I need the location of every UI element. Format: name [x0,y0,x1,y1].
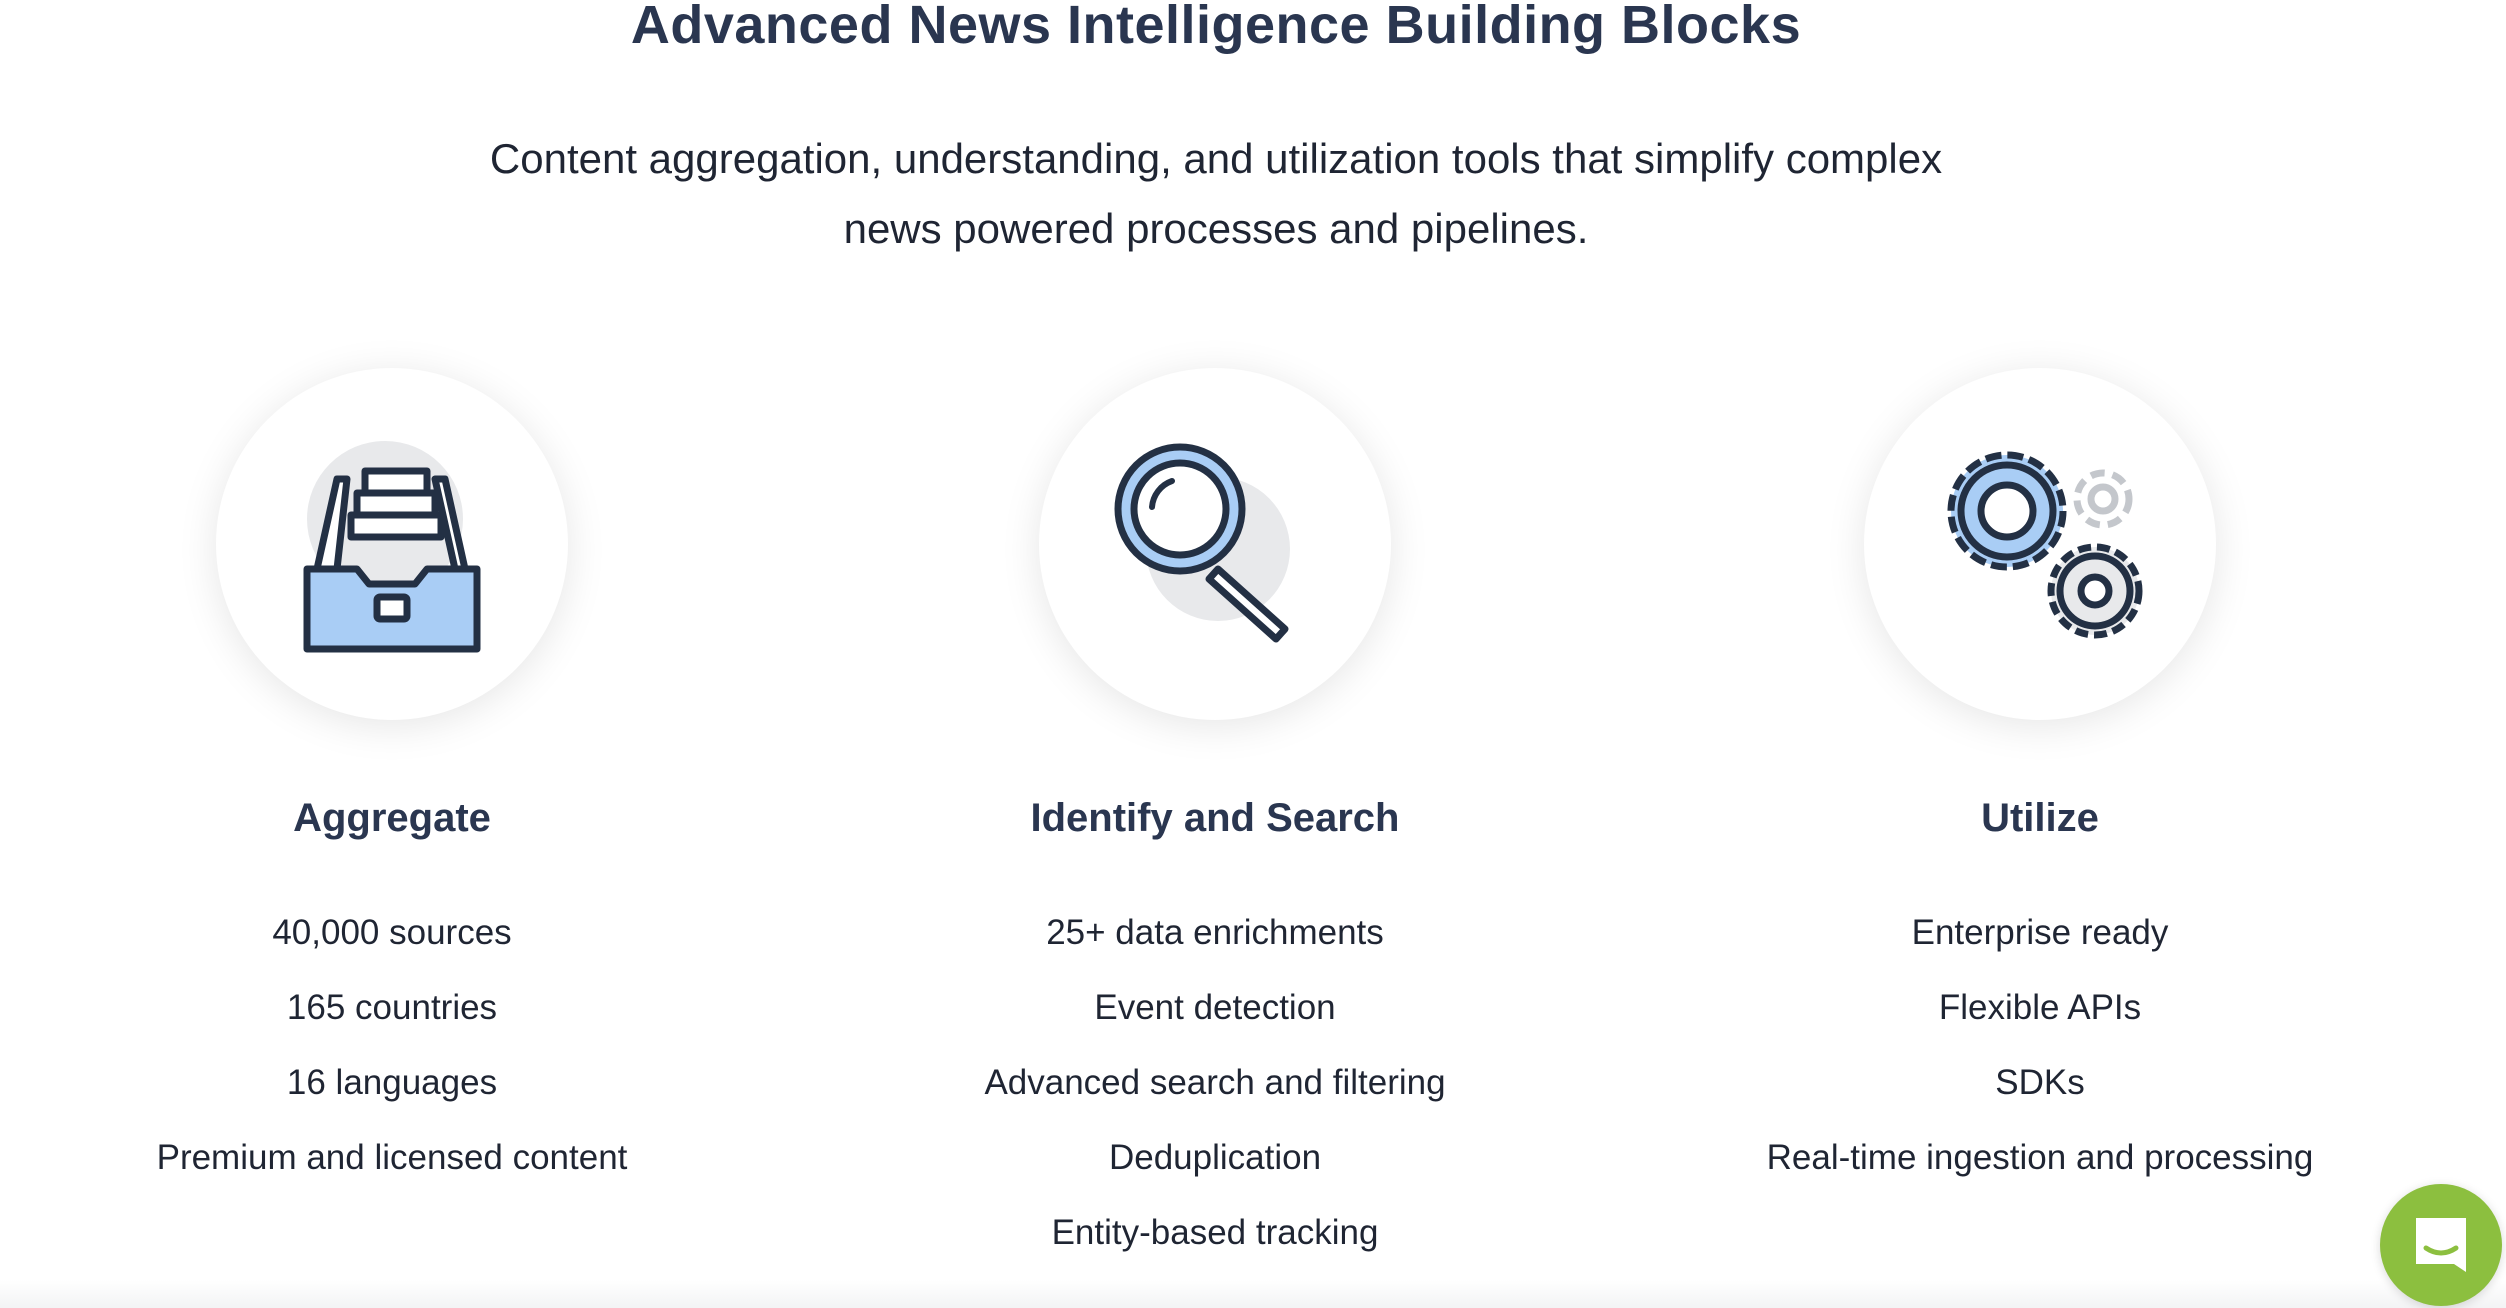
list-item: Enterprise ready [1911,913,2169,952]
list-item: 40,000 sources [272,913,512,952]
page-title: Advanced News Intelligence Building Bloc… [630,0,1802,55]
chat-widget-button[interactable] [2380,1184,2502,1306]
feature-column-aggregate: Aggregate 40,000 sources 165 countries 1… [0,368,792,1177]
column-heading: Identify and Search [1030,796,1400,840]
feature-list: 25+ data enrichments Event detection Adv… [815,908,1615,1283]
page-subtitle: Content aggregation, understanding, and … [0,124,2432,264]
column-heading: Aggregate [293,796,491,840]
list-item: Entity-based tracking [1051,1213,1379,1252]
list-item: 16 languages [286,1063,498,1102]
chat-bubble-icon [2416,1218,2466,1272]
list-item: 165 countries [286,988,498,1027]
list-item: Event detection [1094,988,1336,1027]
column-heading: Utilize [1981,796,2099,840]
list-item: 25+ data enrichments [1046,913,1384,952]
list-item: Deduplication [1108,1138,1322,1177]
icon-circle [216,368,568,720]
list-item: Flexible APIs [1938,988,2142,1027]
list-item: Real-time ingestion and processing [1766,1138,2314,1177]
subtitle-line: Content aggregation, understanding, and … [489,135,1943,182]
list-item: Premium and licensed content [156,1138,628,1177]
bottom-fade [0,1280,2506,1308]
feature-list: Enterprise ready Flexible APIs SDKs Real… [1640,908,2440,1208]
icon-circle [1864,368,2216,720]
feature-column-identify-search: Identify and Search 25+ data enrichments… [815,368,1615,1252]
list-item: Advanced search and filtering [984,1063,1446,1102]
magnifier-icon [1114,443,1290,643]
subtitle-line: news powered processes and pipelines. [843,205,1589,252]
gears-icon [1947,451,2143,639]
list-item: SDKs [1995,1063,2085,1102]
feature-column-utilize: Utilize Enterprise ready Flexible APIs S… [1640,368,2440,1177]
feature-list: 40,000 sources 165 countries 16 language… [0,908,792,1208]
archive-drawer-icon [303,441,481,653]
icon-circle [1039,368,1391,720]
